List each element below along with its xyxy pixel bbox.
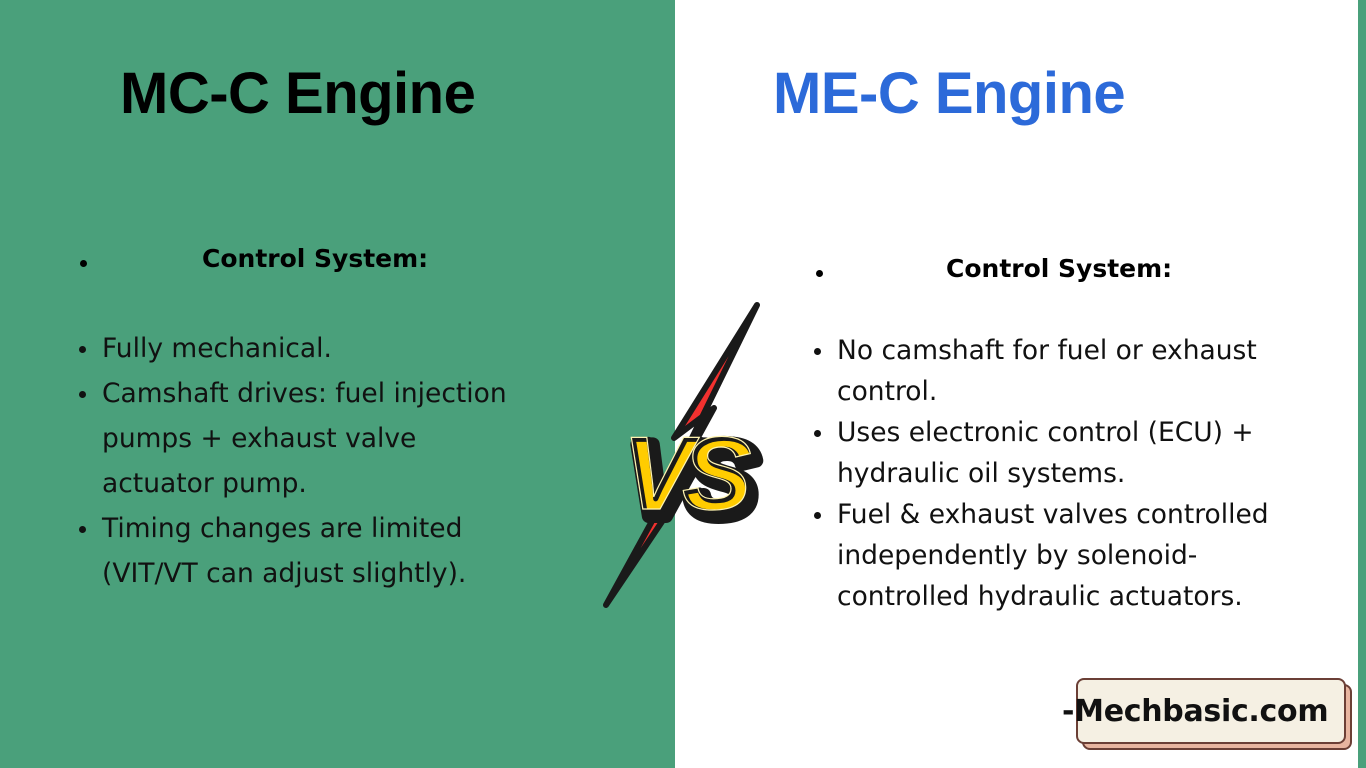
svg-text:VS: VS — [623, 416, 751, 532]
mc-c-feature-list: Fully mechanical. Camshaft drives: fuel … — [76, 326, 596, 596]
list-item-text: Timing changes are limited — [102, 513, 463, 544]
list-item-text: control. — [837, 376, 938, 407]
list-item-text: Fuel & exhaust valves controlled — [837, 499, 1269, 530]
svg-text:VS: VS — [625, 418, 753, 534]
list-item: Uses electronic control (ECU) + hydrauli… — [811, 412, 1331, 494]
me-c-feature-list: No camshaft for fuel or exhaust control.… — [811, 330, 1331, 617]
list-item-text: Camshaft drives: fuel injection — [102, 378, 507, 409]
list-item: Camshaft drives: fuel injection pumps + … — [76, 371, 596, 506]
badge-body — [1076, 678, 1346, 744]
me-c-engine-panel — [675, 0, 1358, 768]
list-item-text: Uses electronic control (ECU) + — [837, 417, 1254, 448]
vs-text-icon: VS VS VS — [622, 415, 772, 546]
lightning-bolt-icon — [603, 302, 760, 608]
mc-c-engine-title: MC-C Engine — [120, 61, 476, 126]
right-section-heading: Control System: — [946, 254, 1173, 283]
list-item: Timing changes are limited (VIT/VT can a… — [76, 506, 596, 596]
list-item: Fuel & exhaust valves controlled indepen… — [811, 494, 1331, 617]
list-item: No camshaft for fuel or exhaust control. — [811, 330, 1331, 412]
list-item-text: hydraulic oil systems. — [837, 458, 1126, 489]
svg-text:VS: VS — [629, 423, 757, 539]
list-item-text: controlled hydraulic actuators. — [837, 581, 1243, 612]
list-item-text: Fully mechanical. — [102, 333, 332, 364]
list-item-text: independently by solenoid- — [837, 540, 1198, 571]
right-edge-stripe — [1358, 0, 1366, 768]
list-item-text: pumps + exhaust valve — [102, 423, 417, 454]
left-section-heading: Control System: — [202, 244, 429, 273]
list-item-text: actuator pump. — [102, 468, 307, 499]
watermark-badge — [1076, 678, 1352, 750]
list-item-text: No camshaft for fuel or exhaust — [837, 335, 1257, 366]
watermark-text: -Mechbasic.com — [1062, 694, 1329, 729]
mc-c-engine-panel — [0, 0, 675, 768]
list-item: Fully mechanical. — [76, 326, 596, 371]
left-heading-bullet — [80, 260, 87, 267]
vs-graphic: VS VS VS — [603, 302, 772, 608]
me-c-engine-title: ME-C Engine — [773, 61, 1126, 126]
list-item-text: (VIT/VT can adjust slightly). — [102, 558, 467, 589]
right-heading-bullet — [816, 270, 823, 277]
